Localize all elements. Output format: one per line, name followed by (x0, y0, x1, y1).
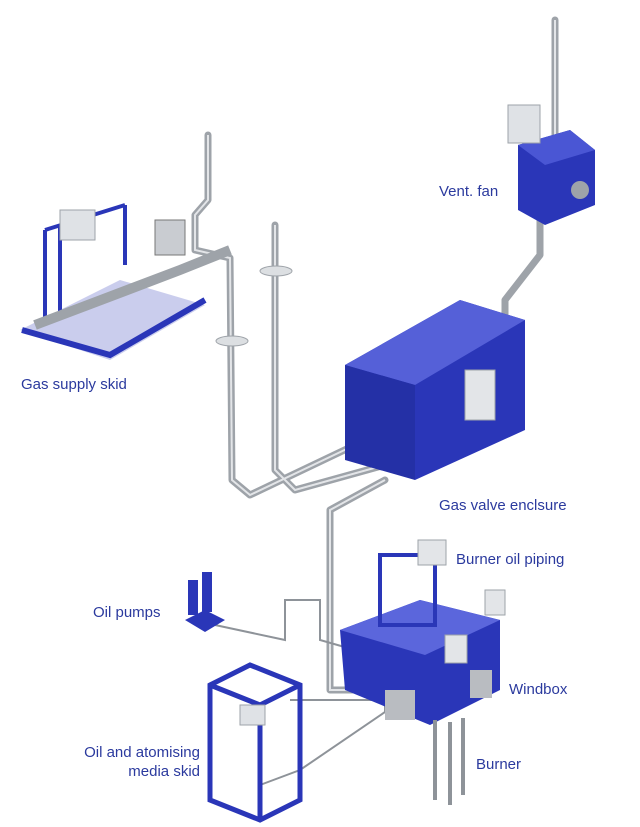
label-vent-fan: Vent. fan (439, 183, 499, 200)
gas-valve-enclosure (345, 300, 525, 480)
vent-fan (507, 104, 595, 225)
flange (259, 265, 293, 277)
label-gas-valve-enclosure: Gas valve enclsure (439, 497, 567, 514)
label-gas-supply-skid: Gas supply skid (21, 376, 127, 393)
label-oil-skid-line2: media skid (128, 763, 200, 780)
label-burner-oil-piping: Burner oil piping (456, 551, 565, 568)
label-burner: Burner (476, 756, 522, 773)
gas-supply-skid (20, 203, 232, 360)
label-oil-pumps: Oil pumps (93, 604, 161, 621)
oil-pumps (185, 572, 225, 632)
label-oil-skid-line1: Oil and atomising (84, 744, 200, 761)
flange (215, 335, 249, 347)
windbox (340, 539, 506, 725)
burner-unit (433, 718, 465, 805)
label-windbox: Windbox (509, 681, 568, 698)
label-oil-skid: Oil and atomising media skid (84, 743, 200, 781)
oil-atomising-skid (207, 662, 303, 823)
